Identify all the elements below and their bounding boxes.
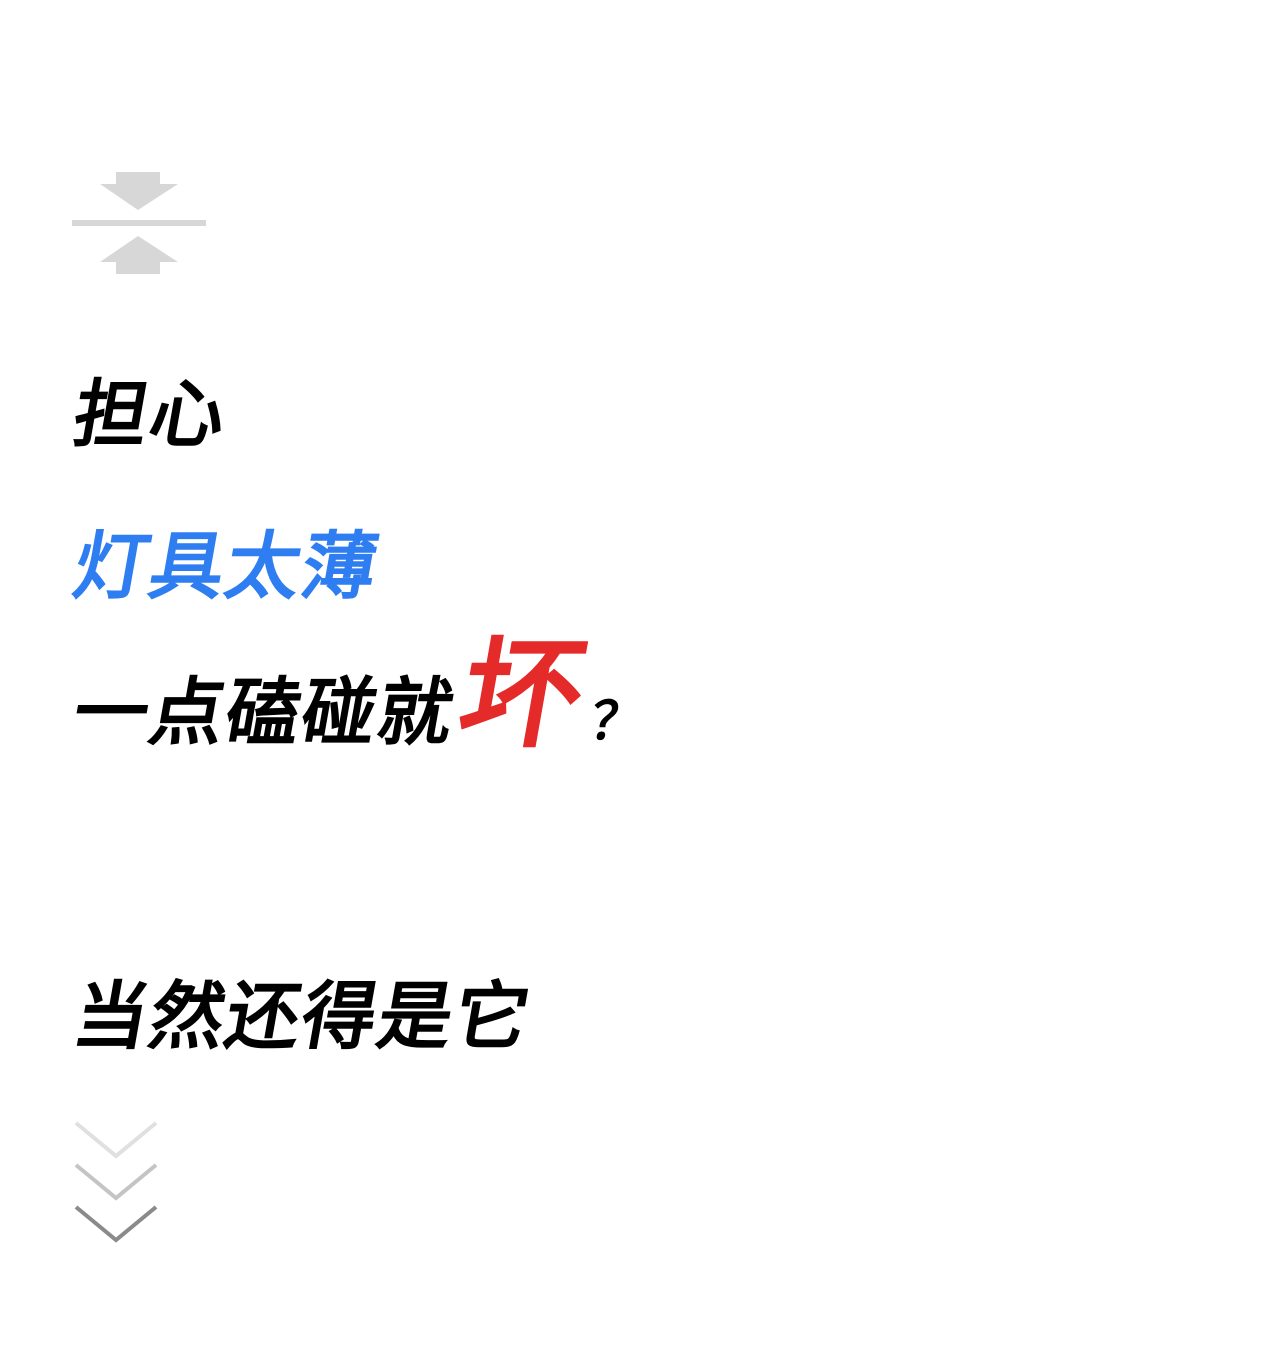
arrow-down-shape xyxy=(100,172,178,210)
arrow-up-shape xyxy=(100,236,178,274)
chevron-down-icon xyxy=(74,1205,158,1243)
question-mark: ？ xyxy=(585,692,651,752)
headline-line-4: 当然还得是它 xyxy=(66,974,539,1060)
chevron-down-icon xyxy=(74,1121,158,1159)
headline-line-2: 灯具太薄 xyxy=(66,524,387,610)
headline-line-1: 担心 xyxy=(66,372,235,458)
emphasis-word: 坏 xyxy=(449,626,594,765)
headline-line-3: 一点磕碰就 坏 ？ xyxy=(66,626,659,765)
center-line xyxy=(72,220,206,226)
headline-line-3-text: 一点磕碰就 xyxy=(66,670,463,756)
chevron-down-icon xyxy=(74,1163,158,1201)
scroll-down-chevrons xyxy=(74,1120,160,1244)
compress-icon xyxy=(72,170,208,276)
